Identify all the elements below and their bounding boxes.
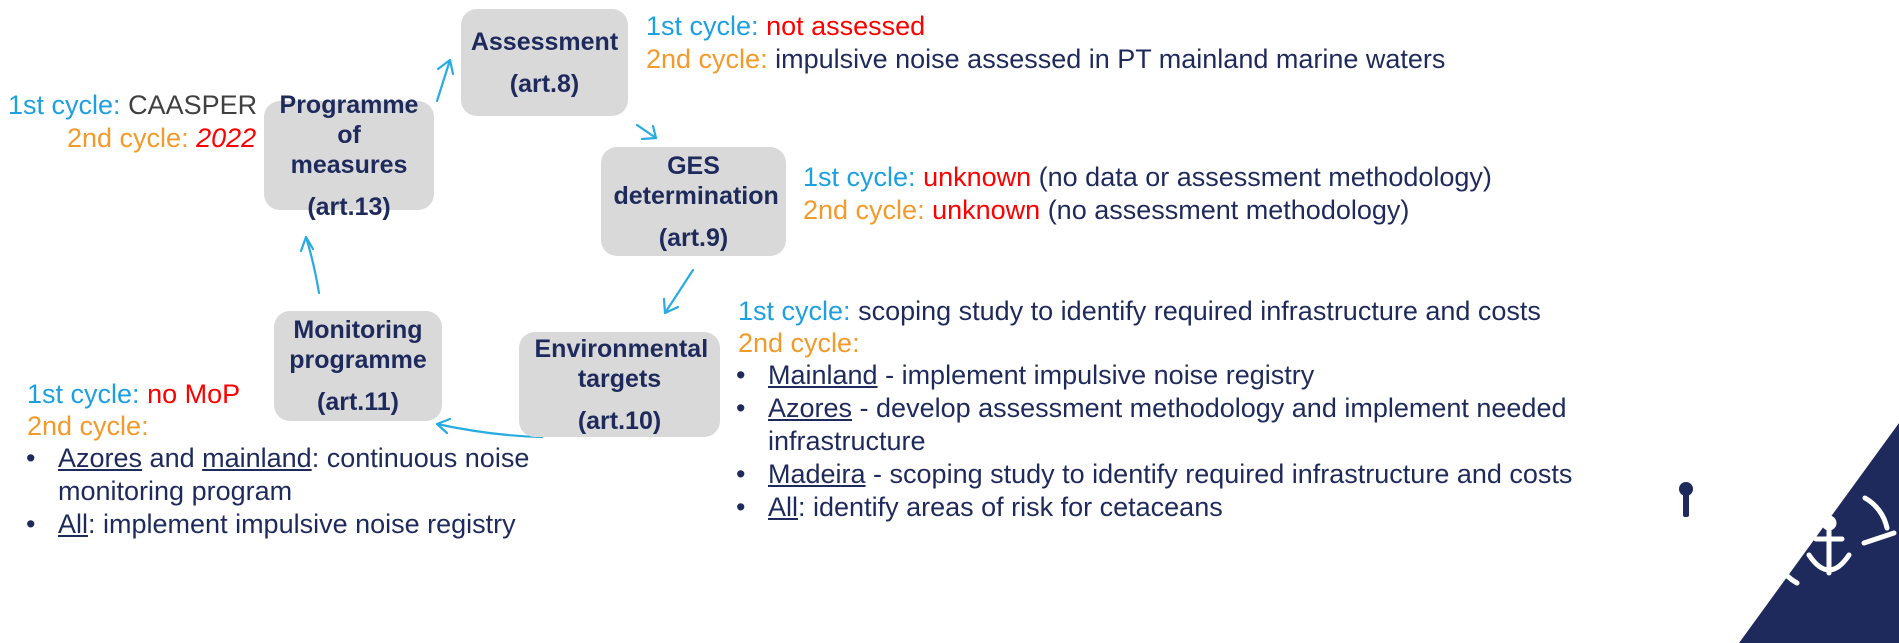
region-name: All xyxy=(58,509,89,539)
list-item: All: implement impulsive noise registry xyxy=(20,508,540,541)
targets-note-cycle1: 1st cycle: scoping study to identify req… xyxy=(738,295,1541,328)
arrow-assessment-to-ges xyxy=(635,123,658,141)
assessment-box: Assessment (art.8) xyxy=(461,9,628,116)
region-name: Azores xyxy=(768,393,853,423)
cycle2-label: 2nd cycle: xyxy=(738,328,860,358)
anchor-icon xyxy=(1771,495,1897,586)
ges-note-cycle2: 2nd cycle: unknown (no assessment method… xyxy=(803,194,1409,227)
ges-cycle2-detail: (no assessment methodology) xyxy=(1040,195,1410,225)
ges-cycle1-detail: (no data or assessment methodology) xyxy=(1031,162,1492,192)
assessment-ref: (art.8) xyxy=(509,69,580,98)
region-name: All xyxy=(768,492,799,522)
cycle1-label: 1st cycle: xyxy=(803,162,916,192)
cycle1-label: 1st cycle: xyxy=(27,379,140,409)
targets-cycle1-value: scoping study to identify required infra… xyxy=(858,296,1541,326)
list-item: Azores and mainland: continuous noise mo… xyxy=(20,442,540,508)
list-item: Azores - develop assessment methodology … xyxy=(730,392,1570,458)
bullet-joiner: and xyxy=(142,443,203,473)
measures-box: Programme of measures (art.13) xyxy=(264,91,434,221)
region-name: mainland xyxy=(202,443,312,473)
targets-ref: (art.10) xyxy=(577,406,662,435)
ges-title: GES determination xyxy=(613,151,779,210)
cycle2-label: 2nd cycle: xyxy=(67,123,189,153)
bullet-text: : continuous noise monitoring program xyxy=(58,443,530,506)
bullet-text: - implement impulsive noise registry xyxy=(877,360,1315,390)
targets-box: Environmental targets (art.10) xyxy=(519,332,720,437)
arrow-measures-to-assessment xyxy=(435,58,455,103)
monitoring-title: Monitoring programme xyxy=(289,316,427,374)
region-name: Azores xyxy=(58,443,143,473)
assessment-cycle1-value: not assessed xyxy=(766,11,926,41)
bullet-text: : identify areas of risk for cetaceans xyxy=(798,492,1223,522)
measures-note-cycle1: 1st cycle: CAASPER xyxy=(8,89,257,122)
measures-cycle2-value: 2022 xyxy=(196,123,257,153)
measures-ref: (art.13) xyxy=(307,192,391,221)
assessment-cycle2-value: impulsive noise assessed in PT mainland … xyxy=(775,44,1446,74)
list-item: Mainland - implement impulsive noise reg… xyxy=(730,359,1570,392)
measures-title: Programme of measures xyxy=(279,90,419,179)
targets-note-cycle2: 2nd cycle: xyxy=(738,327,860,360)
measures-note-cycle2: 2nd cycle: 2022 xyxy=(67,122,256,155)
cycle1-label: 1st cycle: xyxy=(738,296,851,326)
monitoring-cycle1-value: no MoP xyxy=(147,379,241,409)
monitoring-note-cycle1: 1st cycle: no MoP xyxy=(27,378,240,411)
list-item: Madeira - scoping study to identify requ… xyxy=(730,458,1573,491)
ges-ref: (art.9) xyxy=(658,223,729,252)
assessment-note-cycle1: 1st cycle: not assessed xyxy=(646,10,925,43)
monitoring-ref: (art.11) xyxy=(317,388,399,416)
arrow-monitoring-to-measures xyxy=(299,235,321,295)
corner-logo xyxy=(1679,423,1899,643)
monitoring-box: Monitoring programme (art.11) xyxy=(274,311,442,421)
bullet-text: - develop assessment methodology and imp… xyxy=(768,393,1567,456)
cycle1-label: 1st cycle: xyxy=(646,11,759,41)
assessment-title: Assessment xyxy=(470,27,619,56)
region-name: Madeira xyxy=(768,459,866,489)
measures-cycle1-value: CAASPER xyxy=(128,90,258,120)
ges-cycle2-status: unknown xyxy=(932,195,1041,225)
cycle2-label: 2nd cycle: xyxy=(646,44,768,74)
pin-icon xyxy=(1679,482,1693,517)
cycle2-label: 2nd cycle: xyxy=(803,195,925,225)
targets-title: Environmental targets xyxy=(534,334,709,393)
cycle2-label: 2nd cycle: xyxy=(27,411,149,441)
ges-note-cycle1: 1st cycle: unknown (no data or assessmen… xyxy=(803,161,1492,194)
assessment-note-cycle2: 2nd cycle: impulsive noise assessed in P… xyxy=(646,43,1445,76)
ges-box: GES determination (art.9) xyxy=(601,147,786,256)
bullet-text: : implement impulsive noise registry xyxy=(88,509,516,539)
targets-bullet-list: Mainland - implement impulsive noise reg… xyxy=(730,359,1573,524)
cycle1-label: 1st cycle: xyxy=(8,90,121,120)
arrow-ges-to-targets xyxy=(662,268,695,315)
ges-cycle1-status: unknown xyxy=(923,162,1032,192)
bullet-text: - scoping study to identify required inf… xyxy=(865,459,1573,489)
monitoring-note-cycle2: 2nd cycle: xyxy=(27,410,149,443)
list-item: All: identify areas of risk for cetacean… xyxy=(730,491,1570,524)
region-name: Mainland xyxy=(768,360,878,390)
monitoring-bullet-list: Azores and mainland: continuous noise mo… xyxy=(20,442,540,541)
